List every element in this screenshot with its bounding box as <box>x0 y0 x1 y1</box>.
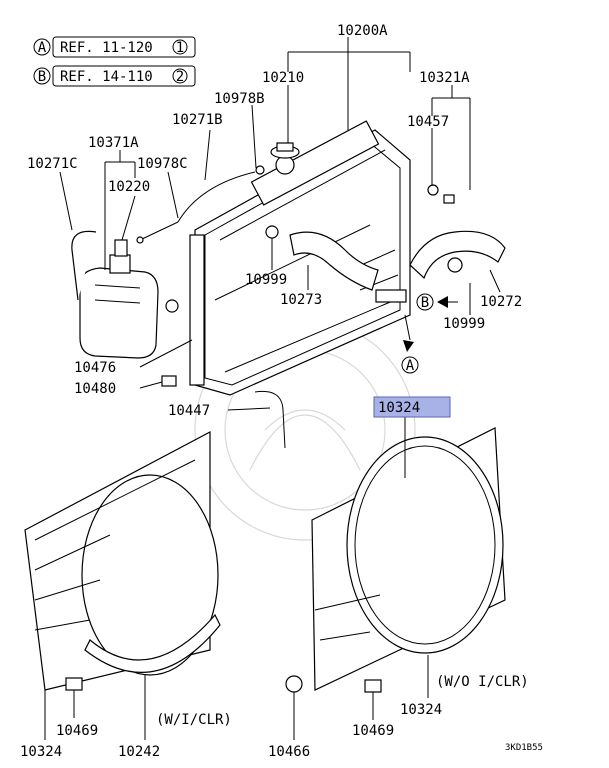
label-10457: 10457 <box>407 114 449 130</box>
hose-10978c <box>139 221 179 241</box>
label-10371a: 10371A <box>88 135 139 151</box>
hose-10273 <box>289 231 379 291</box>
arrow-b: B <box>416 293 458 311</box>
label-10324-right: 10324 <box>400 702 442 718</box>
note-with-cooler: (W/I/CLR) <box>156 712 232 728</box>
svg-text:A: A <box>406 358 415 374</box>
label-10999-right: 10999 <box>443 316 485 332</box>
svg-text:REF. 11-120: REF. 11-120 <box>60 40 153 56</box>
label-10200a: 10200A <box>337 23 388 39</box>
label-10271c: 10271C <box>27 156 78 172</box>
hose-10272 <box>409 230 506 280</box>
label-10466: 10466 <box>268 744 310 760</box>
hose-10271b <box>177 171 256 223</box>
note-without-cooler: (W/O I/CLR) <box>436 674 529 690</box>
clamps <box>136 165 463 387</box>
svg-text:2: 2 <box>176 69 184 85</box>
label-10480: 10480 <box>74 381 116 397</box>
radiator-cap <box>270 142 300 159</box>
diagram-code: 3KD1B55 <box>505 743 543 753</box>
label-10324-left: 10324 <box>20 744 62 760</box>
fan-shroud-right <box>311 427 506 691</box>
svg-text:A: A <box>38 40 47 56</box>
reserve-tank <box>79 239 159 359</box>
svg-text:REF. 14-110: REF. 14-110 <box>60 69 153 85</box>
label-10220: 10220 <box>108 179 150 195</box>
label-10469-left: 10469 <box>56 723 98 739</box>
label-10978b: 10978B <box>214 91 265 107</box>
label-10273: 10273 <box>280 292 322 308</box>
label-10447: 10447 <box>168 403 210 419</box>
label-10242: 10242 <box>118 744 160 760</box>
bolts-bottom <box>65 675 382 700</box>
label-10469-right: 10469 <box>352 723 394 739</box>
label-10476: 10476 <box>74 360 116 376</box>
label-10999-left: 10999 <box>245 272 287 288</box>
label-10978c: 10978C <box>137 156 188 172</box>
label-10272: 10272 <box>480 294 522 310</box>
label-10271b: 10271B <box>172 112 223 128</box>
highlighted-part-10324[interactable]: 10324 <box>373 396 451 418</box>
radiator <box>189 120 411 396</box>
ref-box-a: A REF. 11-120 1 <box>33 36 196 58</box>
svg-text:1: 1 <box>176 40 184 56</box>
hose-10271c <box>71 230 97 301</box>
ref-box-b: B REF. 14-110 2 <box>33 65 196 87</box>
label-10321a: 10321A <box>419 70 470 86</box>
leader-lines <box>44 37 501 740</box>
arrow-a: A <box>401 340 419 374</box>
fan-shroud-left <box>24 431 221 691</box>
svg-text:B: B <box>38 69 46 85</box>
svg-text:10324: 10324 <box>378 400 420 416</box>
label-10210: 10210 <box>262 70 304 86</box>
svg-text:B: B <box>421 295 429 311</box>
hose-10447 <box>254 390 286 449</box>
